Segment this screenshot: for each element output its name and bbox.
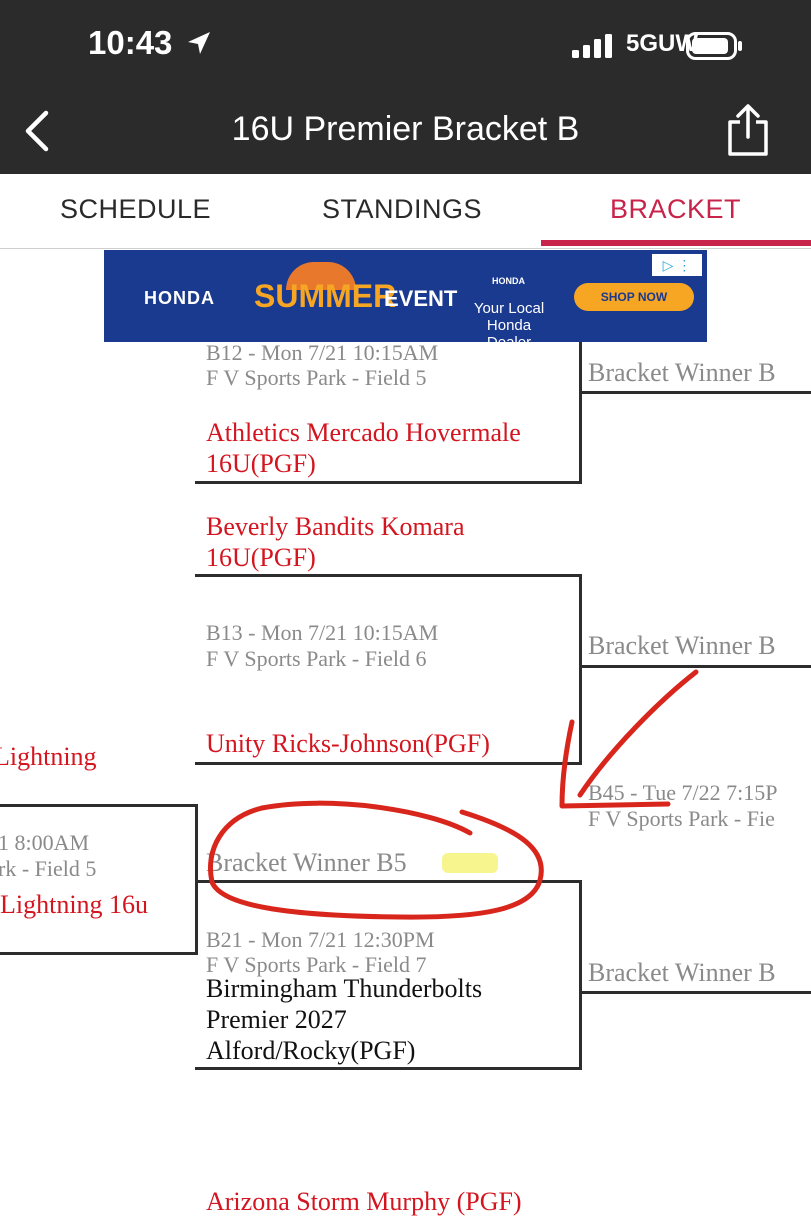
status-time: 10:43 xyxy=(88,24,173,61)
team-name-partial[interactable]: Lightning xyxy=(0,742,97,771)
back-chevron-icon[interactable] xyxy=(22,110,52,152)
bracket-line xyxy=(195,1067,582,1070)
game-location: F V Sports Park - Field 6 xyxy=(206,646,427,671)
app-header: 10:43 5GUW 16U Premier Bracket B xyxy=(0,0,811,174)
team-name[interactable]: 16U(PGF) xyxy=(206,449,316,478)
team-name-partial[interactable]: Lightning 16u xyxy=(0,890,149,919)
team-name[interactable]: Alford/Rocky(PGF) xyxy=(206,1036,416,1065)
ad-brand-small: HONDA xyxy=(492,276,525,286)
winner-slot: Bracket Winner B xyxy=(588,631,776,660)
share-icon[interactable] xyxy=(726,104,770,156)
team-name[interactable]: 16U(PGF) xyxy=(206,543,316,572)
ad-shop-button[interactable]: SHOP NOW xyxy=(574,283,694,311)
signal-icon xyxy=(572,34,612,58)
bracket-line xyxy=(195,481,582,484)
team-name[interactable]: Premier 2027 xyxy=(206,1005,347,1034)
winner-slot-b5: Bracket Winner B5 xyxy=(206,848,407,877)
bracket-line xyxy=(579,665,811,668)
bracket-line xyxy=(0,952,198,955)
game-location: F V Sports Park - Fie xyxy=(588,806,775,831)
sun-graphic xyxy=(286,262,356,290)
battery-icon xyxy=(686,32,742,60)
bracket-line xyxy=(579,880,582,1070)
team-name-partial[interactable]: Arizona Storm Murphy (PGF) xyxy=(206,1187,522,1216)
game-location-partial: rk - Field 5 xyxy=(0,856,97,881)
ad-brand: HONDA xyxy=(144,288,215,308)
tab-schedule[interactable]: SCHEDULE xyxy=(60,194,212,224)
winner-slot: Bracket Winner B xyxy=(588,958,776,987)
bracket-line xyxy=(195,762,582,765)
ad-banner[interactable]: HONDA SUMMER EVENT HONDA Your Local Hond… xyxy=(104,250,707,342)
game-info: B21 - Mon 7/21 12:30PM xyxy=(206,927,435,952)
tab-standings[interactable]: STANDINGS xyxy=(322,194,483,224)
bracket-line xyxy=(579,991,811,994)
ad-dealer-text: Your Local Honda Dealer xyxy=(473,300,545,342)
bracket-line xyxy=(0,804,198,807)
game-info: B45 - Tue 7/22 7:15P xyxy=(588,780,778,805)
ad-summer-text: SUMMER xyxy=(254,278,397,314)
active-tab-indicator xyxy=(541,240,811,246)
team-name[interactable]: Birmingham Thunderbolts xyxy=(206,974,483,1003)
bracket-line xyxy=(195,574,582,577)
team-name[interactable]: Beverly Bandits Komara xyxy=(206,512,465,541)
game-info: B12 - Mon 7/21 10:15AM xyxy=(206,340,439,365)
tab-bar: SCHEDULE STANDINGS BRACKET xyxy=(0,174,811,249)
game-info-partial: 1 8:00AM xyxy=(0,830,90,855)
ad-event-text: EVENT xyxy=(384,286,458,311)
ad-choices-icon[interactable]: ▷ ⋮ xyxy=(652,254,702,276)
game-location: F V Sports Park - Field 7 xyxy=(206,952,427,977)
highlight-mark xyxy=(442,853,498,873)
bracket-line xyxy=(579,391,811,394)
bracket-line xyxy=(195,880,582,883)
bracket-line xyxy=(195,804,198,955)
winner-slot: Bracket Winner B xyxy=(588,358,776,387)
game-location: F V Sports Park - Field 5 xyxy=(206,365,427,390)
page-title: 16U Premier Bracket B xyxy=(231,110,580,148)
team-name[interactable]: Athletics Mercado Hovermale xyxy=(206,418,521,447)
tab-bracket[interactable]: BRACKET xyxy=(610,194,742,224)
bracket-line xyxy=(579,574,582,765)
game-info: B13 - Mon 7/21 10:15AM xyxy=(206,620,439,645)
bracket-line xyxy=(579,342,582,484)
location-arrow-icon xyxy=(188,32,210,54)
team-name[interactable]: Unity Ricks-Johnson(PGF) xyxy=(206,729,490,758)
